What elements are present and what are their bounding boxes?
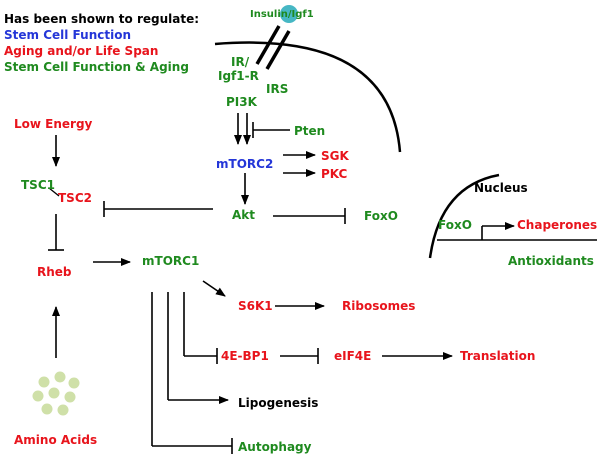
legend-heading: Has been shown to regulate:: [4, 12, 200, 26]
node-chaperones: Chaperones: [517, 218, 598, 232]
node-lipogenesis: Lipogenesis: [238, 396, 319, 410]
node-antioxidants: Antioxidants: [508, 254, 594, 268]
legend-aging-lifespan: Aging and/or Life Span: [4, 44, 159, 58]
node-foxo-nucleus: FoxO: [438, 218, 472, 232]
node-pkc: PKC: [321, 167, 348, 181]
node-eif4e: eIF4E: [334, 349, 372, 363]
receptor-bar-2: [265, 30, 291, 70]
node-4ebp1: 4E-BP1: [221, 349, 269, 363]
node-insulin-igf1: Insulin/Igf1: [250, 9, 314, 20]
node-rheb: Rheb: [37, 265, 72, 279]
node-tsc1: TSC1: [21, 178, 55, 192]
node-low-energy: Low Energy: [14, 117, 93, 131]
node-s6k1: S6K1: [238, 299, 273, 313]
cell-membrane: [214, 41, 402, 153]
node-tsc2: TSC2: [58, 191, 92, 205]
node-receptor-ir: IR/: [231, 55, 250, 69]
node-foxo-cytoplasm: FoxO: [364, 209, 398, 223]
node-sgk: SGK: [321, 149, 349, 163]
node-receptor-igf1r: Igf1-R: [218, 69, 259, 83]
node-amino-acids: Amino Acids: [14, 433, 98, 447]
nuclear-membrane: [428, 173, 500, 259]
node-mtorc2: mTORC2: [216, 157, 274, 171]
tsc-complex-link: [48, 187, 60, 197]
node-translation: Translation: [460, 349, 536, 363]
node-pten: Pten: [294, 124, 326, 138]
mtorc1-s6k1-arrow: [202, 280, 226, 297]
legend-stem-cell-and-aging: Stem Cell Function & Aging: [4, 60, 189, 74]
node-ribosomes: Ribosomes: [342, 299, 416, 313]
legend-stem-cell-function: Stem Cell Function: [4, 28, 131, 42]
node-mtorc1: mTORC1: [142, 254, 200, 268]
amino-acid-dots: [32, 371, 80, 416]
insulin-ligand-icon: [280, 5, 298, 23]
node-pi3k: PI3K: [226, 95, 257, 109]
node-nucleus: Nucleus: [474, 181, 528, 195]
receptor-bar-1: [255, 25, 281, 65]
node-irs: IRS: [266, 82, 289, 96]
node-autophagy: Autophagy: [238, 440, 312, 454]
node-akt: Akt: [232, 208, 256, 222]
